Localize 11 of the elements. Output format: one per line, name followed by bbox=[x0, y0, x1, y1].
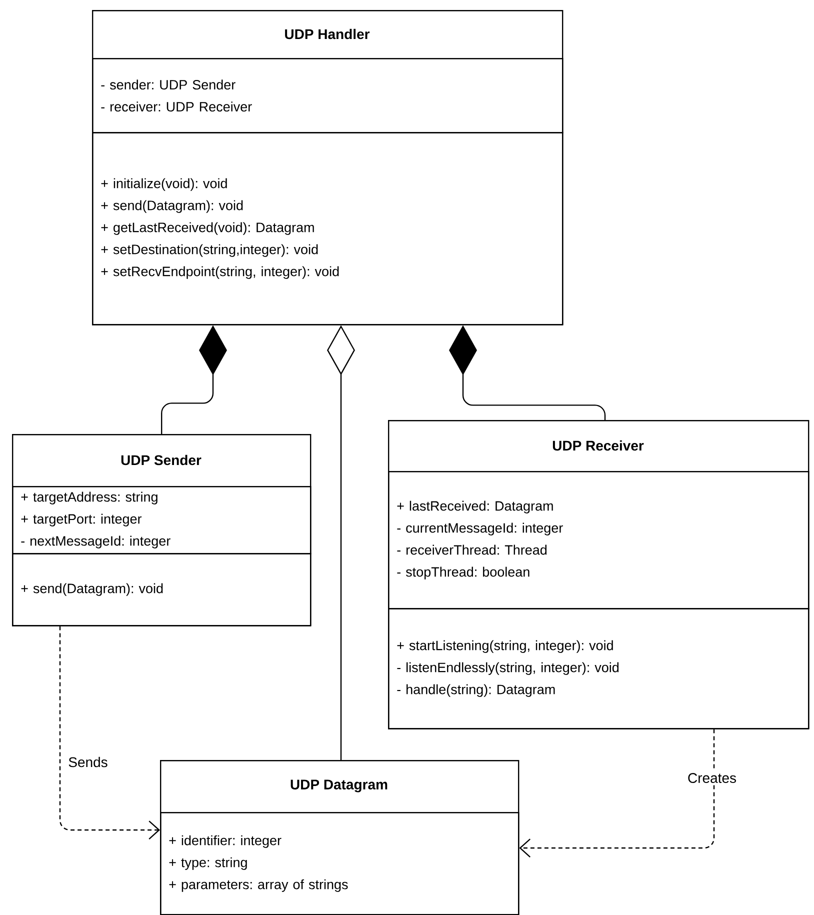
compartment: + initialize(void): void + send(Datagram): void + getLastReceived(void): Datagram + setDestination(string,integer): void + setRecvEndpoint(string, integer): void bbox=[92, 132, 564, 326]
dependency-arrow bbox=[519, 729, 715, 858]
dependency-arrow bbox=[59, 626, 160, 840]
compartment: + identifier: integer + type: string + parameters: array of strings bbox=[160, 812, 520, 915]
compartment: + send(Datagram): void bbox=[12, 553, 312, 626]
compartment: + lastReceived: Datagram - currentMessageId: integer - receiverThread: Thread - stopThread: boolean bbox=[388, 471, 810, 610]
edge-label: Sends bbox=[66, 754, 110, 770]
edge-label: Creates bbox=[686, 771, 739, 785]
compartment: + startListening(string, integer): void - listenEndlessly(string, integer): void - handle(string): Datagram bbox=[388, 608, 810, 730]
compartment: + targetAddress: string + targetPort: integer - nextMessageId: integer bbox=[12, 486, 312, 554]
compartment: - sender: UDP Sender - receiver: UDP Receiver bbox=[92, 58, 564, 134]
